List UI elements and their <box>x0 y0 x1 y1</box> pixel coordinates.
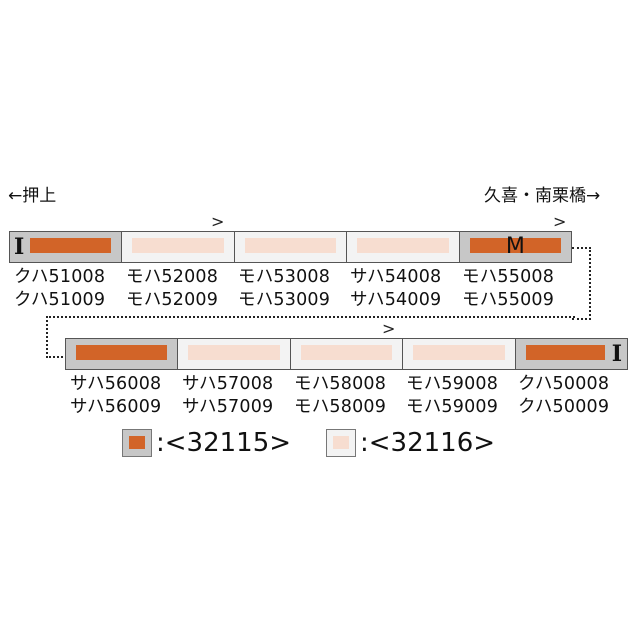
car-stripe <box>188 345 280 360</box>
car-kuha51008: I <box>10 232 123 262</box>
car-moha53008 <box>234 232 348 262</box>
legend-swatch-dark <box>122 429 152 457</box>
car-stripe <box>76 345 168 360</box>
cab-mark-icon: I <box>14 234 25 260</box>
legend-item-32116: :<32116> <box>326 428 495 458</box>
car-stripe <box>244 238 337 253</box>
car-stripe <box>30 238 112 253</box>
pantograph-mark: > <box>211 212 225 231</box>
car-saha56008 <box>66 339 179 369</box>
car-moha59008 <box>403 339 516 369</box>
direction-left-label: ←押上 <box>8 186 57 206</box>
cab-mark-icon: I <box>611 341 623 367</box>
car-moha52008 <box>122 232 235 262</box>
car-saha57008 <box>178 339 291 369</box>
car-stripe <box>132 238 224 253</box>
car-stripe <box>525 345 606 360</box>
legend-label: :<32116> <box>360 428 496 458</box>
train-top: I M <box>9 231 572 263</box>
pantograph-mark: > <box>382 319 396 338</box>
direction-right-label: 久喜・南栗橋→ <box>484 186 601 206</box>
legend-swatch-light <box>326 429 356 457</box>
car-stripe <box>357 238 449 253</box>
legend-label: :<32115> <box>156 428 292 458</box>
car-moha58008 <box>290 339 404 369</box>
coupling-connector-line <box>572 247 591 320</box>
legend-item-32115: :<32115> <box>122 428 291 458</box>
car-stripe <box>469 238 562 253</box>
pantograph-mark: > <box>553 212 567 231</box>
car-moha55008: M <box>459 232 572 262</box>
train-bottom: I <box>65 338 628 370</box>
car-stripe <box>413 345 505 360</box>
motor-mark-icon: M <box>505 234 525 259</box>
car-kuha50008: I <box>515 339 628 369</box>
car-saha54008 <box>347 232 460 262</box>
car-stripe <box>300 345 393 360</box>
